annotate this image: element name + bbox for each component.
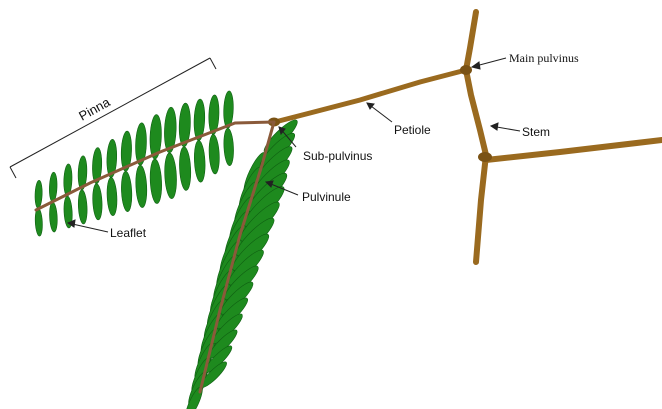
stem-structure xyxy=(268,12,662,262)
stem-node xyxy=(478,152,492,162)
leaflet xyxy=(178,146,191,190)
leaflet-label: Leaflet xyxy=(110,226,147,240)
leaflet xyxy=(164,153,178,199)
leaflet xyxy=(223,128,234,166)
leaflet xyxy=(92,183,103,220)
leaflet xyxy=(106,177,118,216)
leaflet xyxy=(35,208,44,236)
pulvinule-label: Pulvinule xyxy=(302,190,351,204)
main-pulvinus-label: Main pulvinus xyxy=(509,51,579,65)
leaflet xyxy=(135,165,148,208)
petiole xyxy=(275,70,466,122)
petiole-label: Petiole xyxy=(394,123,431,137)
stem-label: Stem xyxy=(522,125,550,139)
leaflet xyxy=(49,202,58,232)
leaflet xyxy=(120,171,132,212)
leaflet xyxy=(77,190,87,225)
pinna-label: Pinna xyxy=(76,94,113,124)
sub-pulvinus-label: Sub-pulvinus xyxy=(303,149,372,163)
leaflet xyxy=(149,159,163,204)
leaflet xyxy=(35,180,43,208)
leaflet xyxy=(208,134,220,174)
stem-side-branch xyxy=(486,140,662,160)
main-pulvinus xyxy=(460,65,472,75)
stem-upper-branch xyxy=(466,12,476,70)
leaflet xyxy=(193,140,206,182)
leaflet xyxy=(49,172,58,202)
